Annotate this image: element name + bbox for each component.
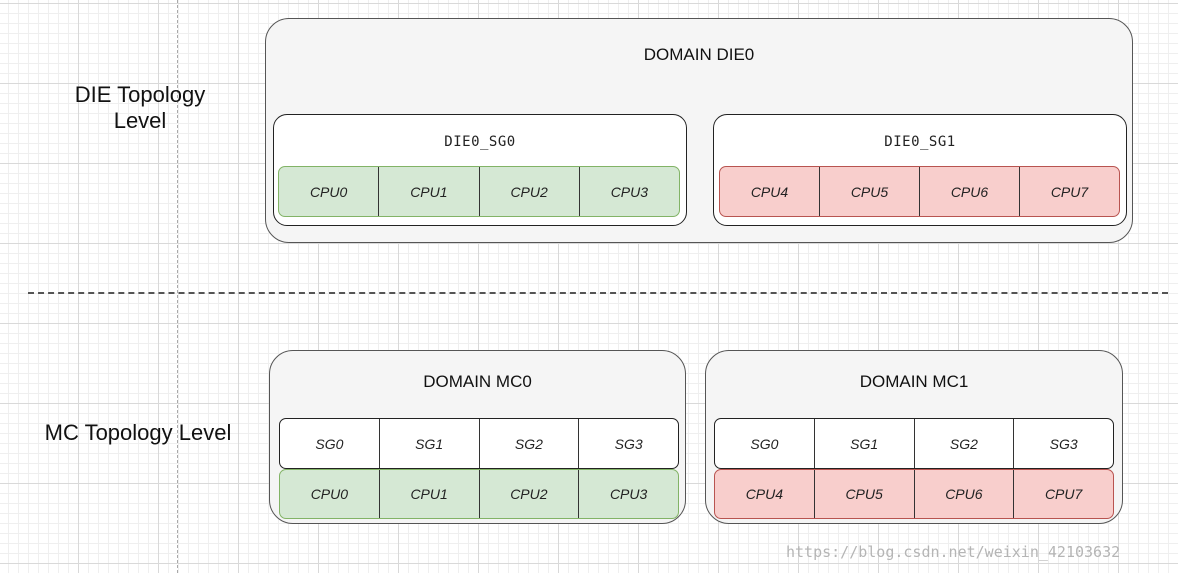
- cpu-cell[interactable]: CPU2: [480, 167, 580, 216]
- sched-group-cell[interactable]: SG1: [815, 419, 915, 468]
- cpu-cell[interactable]: CPU4: [720, 167, 820, 216]
- cpu-cell[interactable]: CPU1: [380, 470, 480, 518]
- cpu-row: CPU4 CPU5 CPU6 CPU7: [714, 469, 1114, 519]
- sched-group-title: DIE0_SG1: [884, 134, 956, 150]
- cpu-cell[interactable]: CPU2: [480, 470, 580, 518]
- sched-group-die0-sg1[interactable]: DIE0_SG1 CPU4 CPU5 CPU6 CPU7: [713, 114, 1127, 226]
- sched-group-cell[interactable]: SG2: [915, 419, 1015, 468]
- cpu-cell[interactable]: CPU0: [279, 167, 380, 216]
- sched-group-row: SG0 SG1 SG2 SG3: [279, 418, 679, 469]
- mc-level-label: MC Topology Level: [44, 420, 232, 445]
- domain-die0-title: DOMAIN DIE0: [643, 45, 755, 64]
- cpu-cell[interactable]: CPU7: [1044, 486, 1083, 502]
- level-separator-line: [28, 292, 1168, 294]
- domain-mc0-title: DOMAIN MC0: [423, 372, 532, 391]
- sched-group-cell[interactable]: SG3: [1049, 435, 1078, 452]
- sched-group-cell[interactable]: SG2: [480, 419, 580, 468]
- sched-group-title: DIE0_SG0: [444, 134, 516, 150]
- domain-mc1[interactable]: DOMAIN MC1 SG0 SG1 SG2 SG3 CPU4 CPU5 CPU…: [705, 350, 1123, 524]
- sched-group-cell[interactable]: SG1: [380, 419, 480, 468]
- die-level-label-line2: Level: [113, 108, 167, 133]
- sched-group-row: SG0 SG1 SG2 SG3: [714, 418, 1114, 469]
- sched-group-die0-sg0[interactable]: DIE0_SG0 CPU0 CPU1 CPU2 CPU3: [273, 114, 687, 226]
- cpu-cell[interactable]: CPU3: [610, 183, 649, 200]
- cpu-row: CPU0 CPU1 CPU2 CPU3: [279, 469, 679, 519]
- cpu-cell[interactable]: CPU6: [915, 470, 1015, 518]
- sched-group-cell[interactable]: SG0: [715, 419, 815, 468]
- domain-mc0[interactable]: DOMAIN MC0 SG0 SG1 SG2 SG3 CPU0 CPU1 CPU…: [269, 350, 686, 524]
- cpu-row: CPU4 CPU5 CPU6 CPU7: [719, 166, 1120, 217]
- cpu-cell[interactable]: CPU3: [609, 486, 648, 502]
- watermark-text: https://blog.csdn.net/weixin_42103632: [786, 543, 1121, 561]
- domain-die0[interactable]: DOMAIN DIE0 DIE0_SG0 CPU0 CPU1 CPU2 CPU3…: [265, 18, 1133, 243]
- cpu-cell[interactable]: CPU6: [920, 167, 1020, 216]
- cpu-cell[interactable]: CPU1: [379, 167, 480, 216]
- cpu-cell[interactable]: CPU5: [815, 470, 915, 518]
- cpu-cell[interactable]: CPU4: [715, 470, 815, 518]
- die-level-label-line1: DIE Topology: [74, 82, 206, 107]
- cpu-cell[interactable]: CPU7: [1050, 183, 1089, 200]
- cpu-cell[interactable]: CPU5: [820, 167, 920, 216]
- cpu-row: CPU0 CPU1 CPU2 CPU3: [278, 166, 680, 217]
- vertical-guide-line: [177, 0, 178, 573]
- cpu-cell[interactable]: CPU0: [280, 470, 380, 518]
- sched-group-cell[interactable]: SG3: [614, 435, 643, 452]
- domain-mc1-title: DOMAIN MC1: [859, 372, 969, 391]
- die-level-label: DIE Topology Level: [40, 82, 240, 134]
- sched-group-cell[interactable]: SG0: [280, 419, 380, 468]
